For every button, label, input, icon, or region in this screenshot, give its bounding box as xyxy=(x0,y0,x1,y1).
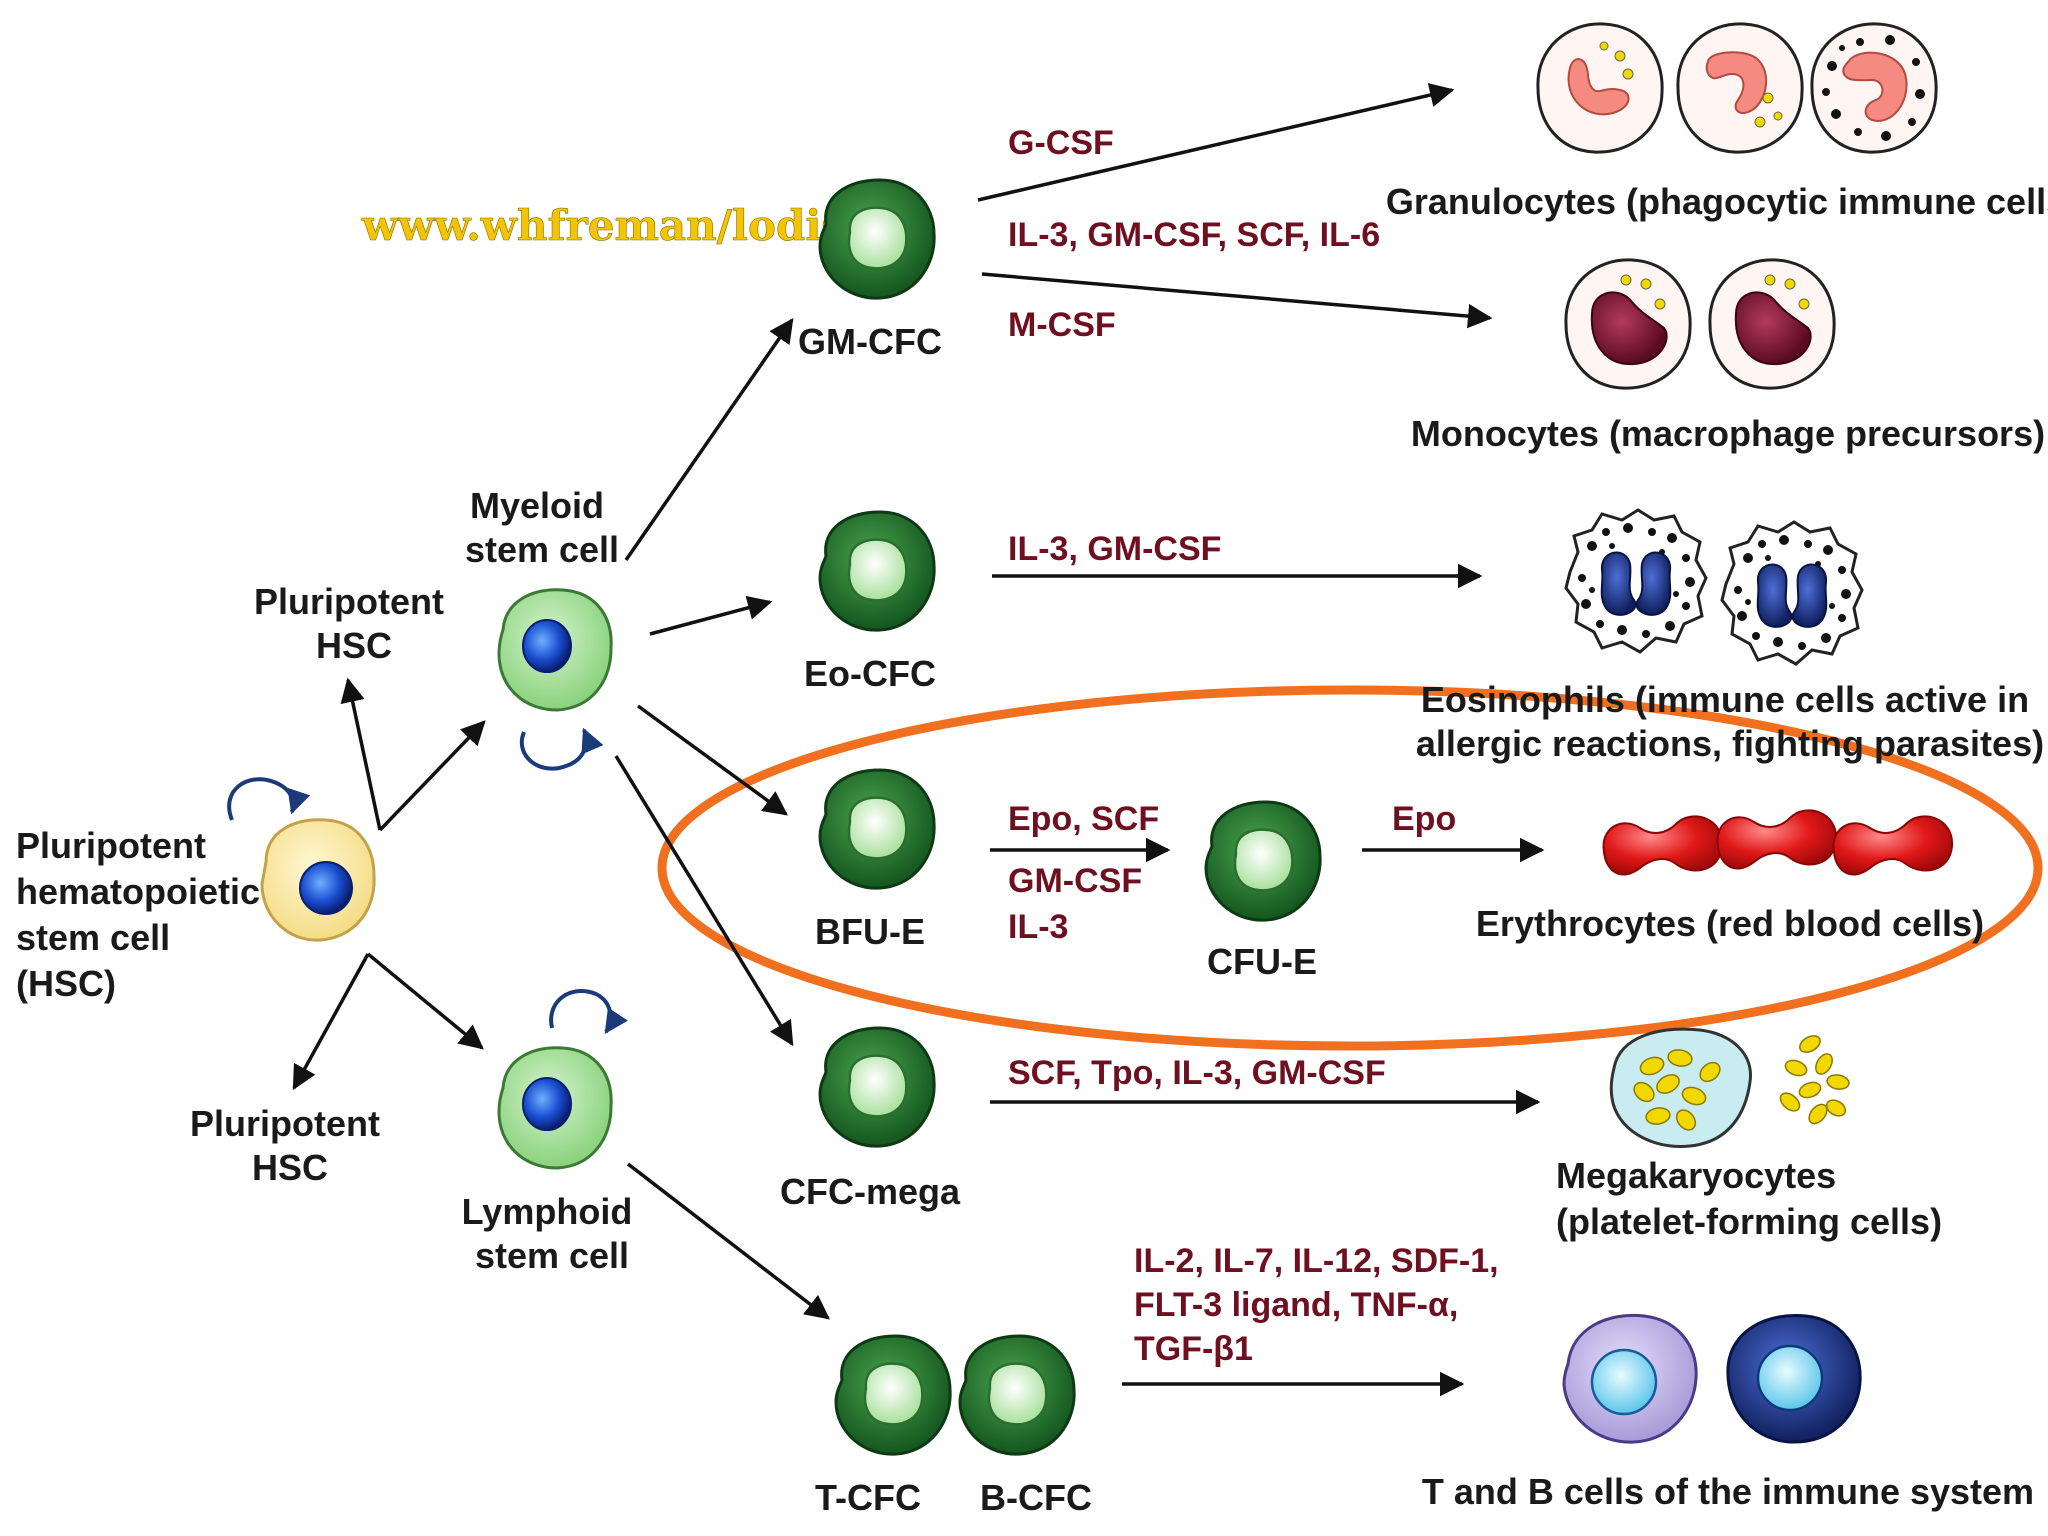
bfu-e-cell xyxy=(818,768,936,890)
cfu-e-cell xyxy=(1204,800,1322,922)
lymphoid-stem-cell-label: Lymphoid stem cell xyxy=(462,1191,643,1276)
factor-m-csf: M-CSF xyxy=(1008,306,1116,344)
arrow-myeloid-to-bfu-e xyxy=(636,704,788,816)
b-cfc-label: B-CFC xyxy=(980,1477,1092,1518)
arrow-hsc-to-lymphoid xyxy=(366,952,484,1050)
factor-bfu-e: Epo, SCF GM-CSF IL-3 xyxy=(1008,800,1169,946)
megakaryocytes-label: Megakaryocytes (platelet-forming cells) xyxy=(1556,1155,1942,1242)
cfu-e-label: CFU-E xyxy=(1207,941,1317,982)
erythrocyte-cell-3 xyxy=(1832,815,1954,876)
bfu-e-label: BFU-E xyxy=(815,911,925,952)
granulocytes-label: Granulocytes (phagocytic immune cells) xyxy=(1386,181,2048,222)
erythrocyte-cell-1 xyxy=(1602,815,1724,876)
gm-cfc-label: GM-CFC xyxy=(798,321,942,362)
b-cfc-cell xyxy=(958,1334,1076,1456)
eosinophil-cell-2 xyxy=(1720,520,1864,666)
erythrocyte-cell-2 xyxy=(1716,809,1838,870)
myeloid-stem-cell xyxy=(497,588,613,712)
granulocyte-cell-1 xyxy=(1536,22,1664,154)
cfc-mega-cell xyxy=(818,1026,936,1148)
highlight-ellipse xyxy=(657,685,2043,1051)
monocyte-cell-2 xyxy=(1708,258,1836,390)
t-cfc-label: T-CFC xyxy=(815,1477,921,1518)
arrow-hsc-fork-down xyxy=(292,953,370,1091)
t-cfc-cell xyxy=(834,1334,952,1456)
lymphoid-stem-cell xyxy=(497,1046,613,1170)
monocyte-cell-1 xyxy=(1564,258,1692,390)
platelets xyxy=(1779,1035,1850,1125)
arrow-hsc-fork-up xyxy=(340,677,382,831)
eosinophils-label: Eosinophils (immune cells active in alle… xyxy=(1416,679,2044,764)
cfc-mega-label: CFC-mega xyxy=(780,1171,961,1212)
hsc-label: Pluripotent hematopoietic stem cell (HSC… xyxy=(16,825,270,1004)
myeloid-self-renewal-icon xyxy=(520,727,604,771)
hsc-cell xyxy=(260,818,376,942)
pluripotent-hsc-upper-label: Pluripotent HSC xyxy=(254,581,454,666)
factor-cfu-e: Epo xyxy=(1392,800,1456,838)
arrow-myeloid-to-gm-cfc xyxy=(624,317,794,561)
factor-eo: IL-3, GM-CSF xyxy=(1008,530,1221,568)
arrow-lymphoid-to-t-cfc xyxy=(626,1162,830,1320)
arrow-gm-cfc-to-granulocytes xyxy=(977,83,1455,202)
eo-cfc-label: Eo-CFC xyxy=(804,653,936,694)
t-cell xyxy=(1562,1313,1698,1444)
gm-cfc-cell xyxy=(818,178,936,300)
eosinophil-cell-1 xyxy=(1564,508,1708,654)
granulocyte-cell-3 xyxy=(1810,22,1938,154)
b-cell xyxy=(1726,1313,1862,1444)
megakaryocyte-cell xyxy=(1609,1027,1752,1148)
monocytes-label: Monocytes (macrophage precursors) xyxy=(1411,413,2045,454)
arrow-gm-cfc-to-monocytes xyxy=(981,272,1493,329)
myeloid-stem-cell-label: Myeloid stem cell xyxy=(465,485,619,570)
hsc-self-renewal-icon xyxy=(227,777,311,821)
arrow-myeloid-to-cfc-mega xyxy=(614,755,794,1047)
factor-lymph: IL-2, IL-7, IL-12, SDF-1, FLT-3 ligand, … xyxy=(1134,1242,1508,1368)
factor-mega: SCF, Tpo, IL-3, GM-CSF xyxy=(1008,1054,1386,1092)
granulocyte-cell-2 xyxy=(1676,22,1804,154)
watermark-text: www.whfreman/lodish xyxy=(361,201,875,250)
lymphoid-self-renewal-icon xyxy=(549,989,628,1034)
erythrocytes-label: Erythrocytes (red blood cells) xyxy=(1476,903,1984,944)
arrow-myeloid-to-eo-cfc xyxy=(649,595,773,636)
tb-cells-label: T and B cells of the immune system xyxy=(1422,1471,2034,1512)
factor-gm-group: IL-3, GM-CSF, SCF, IL-6 xyxy=(1008,216,1380,254)
factor-g-csf: G-CSF xyxy=(1008,124,1114,162)
pluripotent-hsc-lower-label: Pluripotent HSC xyxy=(190,1103,390,1188)
arrow-hsc-to-myeloid xyxy=(378,720,486,832)
eo-cfc-cell xyxy=(818,510,936,632)
